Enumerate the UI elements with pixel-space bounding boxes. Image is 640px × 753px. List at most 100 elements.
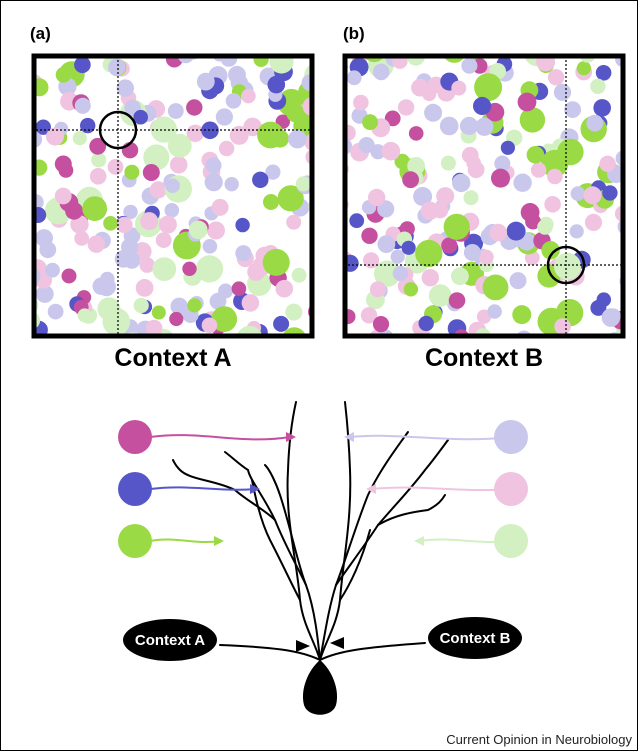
context-a-caption: Context A bbox=[114, 344, 232, 372]
field-dot bbox=[397, 99, 415, 116]
input-cell-green bbox=[118, 524, 152, 558]
synapse-magenta bbox=[286, 432, 296, 442]
synapse-context-a bbox=[296, 640, 310, 652]
field-dot bbox=[87, 235, 106, 253]
field-dot bbox=[413, 187, 433, 206]
neuron-soma bbox=[302, 660, 338, 715]
context-a-field bbox=[31, 53, 315, 339]
field-dot bbox=[443, 213, 470, 240]
input-cells bbox=[118, 420, 528, 558]
panel-b-letter: (b) bbox=[343, 24, 365, 43]
field-dot bbox=[35, 285, 54, 303]
field-dot bbox=[211, 198, 229, 216]
field-dot bbox=[349, 213, 365, 229]
dendrite-left-2 bbox=[264, 464, 321, 661]
field-dot bbox=[167, 103, 184, 119]
field-dot bbox=[209, 292, 227, 310]
field-dot bbox=[295, 176, 312, 192]
field-dot bbox=[345, 309, 356, 325]
field-dot bbox=[277, 185, 304, 212]
field-dot bbox=[489, 223, 508, 242]
field-dot bbox=[202, 239, 218, 254]
dendrite-left-5 bbox=[251, 479, 301, 601]
field-dot bbox=[275, 279, 294, 298]
field-dot bbox=[215, 108, 233, 126]
field-dot bbox=[475, 117, 494, 136]
field-dot bbox=[478, 249, 494, 265]
field-dot bbox=[139, 257, 155, 273]
context-b-caption: Context B bbox=[424, 344, 544, 372]
synapse-context-b bbox=[330, 637, 344, 649]
synapse-green bbox=[214, 536, 224, 546]
field-dot bbox=[187, 298, 202, 313]
field-dot bbox=[346, 70, 362, 86]
field-dot bbox=[124, 164, 140, 180]
field-dot bbox=[167, 133, 192, 158]
field-dot bbox=[441, 237, 458, 254]
fiber-blue bbox=[149, 486, 257, 491]
field-dot bbox=[595, 65, 612, 81]
field-dot bbox=[381, 141, 401, 161]
field-dot bbox=[89, 168, 107, 185]
field-dot bbox=[519, 107, 546, 133]
field-dot bbox=[58, 163, 74, 178]
context-a-input-label: Context A bbox=[135, 632, 205, 649]
fiber-pink bbox=[371, 486, 511, 492]
field-dot bbox=[422, 87, 437, 102]
field-dot bbox=[286, 103, 306, 123]
field-dot bbox=[135, 279, 154, 297]
field-dot bbox=[269, 56, 294, 74]
field-dot bbox=[554, 252, 581, 280]
field-dot bbox=[463, 244, 481, 261]
field-dot bbox=[241, 294, 260, 312]
field-dot bbox=[46, 127, 64, 146]
field-dot bbox=[547, 69, 565, 86]
field-dot bbox=[211, 306, 238, 332]
field-dot bbox=[494, 155, 511, 172]
synapse-pink bbox=[366, 484, 376, 494]
field-dot bbox=[500, 140, 515, 155]
context-b-border bbox=[342, 53, 626, 339]
synapse-lavender bbox=[344, 432, 354, 442]
field-dot bbox=[363, 56, 385, 63]
field-dot bbox=[596, 292, 611, 307]
field-dot bbox=[121, 238, 139, 256]
field-dot bbox=[204, 173, 223, 192]
dendrite-right-4 bbox=[377, 494, 446, 526]
context-a-place-field-circle bbox=[98, 110, 138, 150]
field-dot bbox=[345, 124, 356, 141]
field-dot bbox=[170, 297, 188, 315]
field-dot bbox=[537, 219, 553, 235]
field-dot bbox=[169, 156, 188, 174]
field-dot bbox=[169, 311, 184, 327]
field-dot bbox=[247, 263, 265, 281]
field-dot bbox=[74, 56, 91, 74]
field-dot bbox=[443, 56, 466, 63]
panel-a-letter: (a) bbox=[30, 24, 51, 43]
field-dot bbox=[207, 221, 225, 240]
field-dot bbox=[225, 93, 242, 109]
field-dot bbox=[74, 231, 90, 246]
field-dot bbox=[35, 119, 51, 135]
field-dot bbox=[150, 116, 177, 143]
field-dot bbox=[353, 94, 369, 111]
field-dot bbox=[415, 239, 443, 268]
field-dot bbox=[140, 212, 159, 231]
field-dot bbox=[116, 79, 134, 97]
field-dot bbox=[509, 272, 527, 290]
field-dot bbox=[421, 269, 439, 287]
dendrite-right-2 bbox=[319, 431, 409, 661]
field-dot bbox=[540, 149, 569, 178]
field-dot bbox=[360, 307, 378, 324]
field-dot bbox=[407, 157, 425, 175]
axon-right-input bbox=[319, 642, 426, 661]
field-dot bbox=[273, 315, 290, 332]
field-dot bbox=[103, 216, 118, 231]
field-dot bbox=[452, 173, 471, 193]
field-dot bbox=[463, 190, 479, 206]
field-dot bbox=[189, 220, 208, 240]
field-dot bbox=[576, 61, 592, 76]
field-dot bbox=[102, 307, 131, 336]
field-dot bbox=[394, 153, 410, 170]
